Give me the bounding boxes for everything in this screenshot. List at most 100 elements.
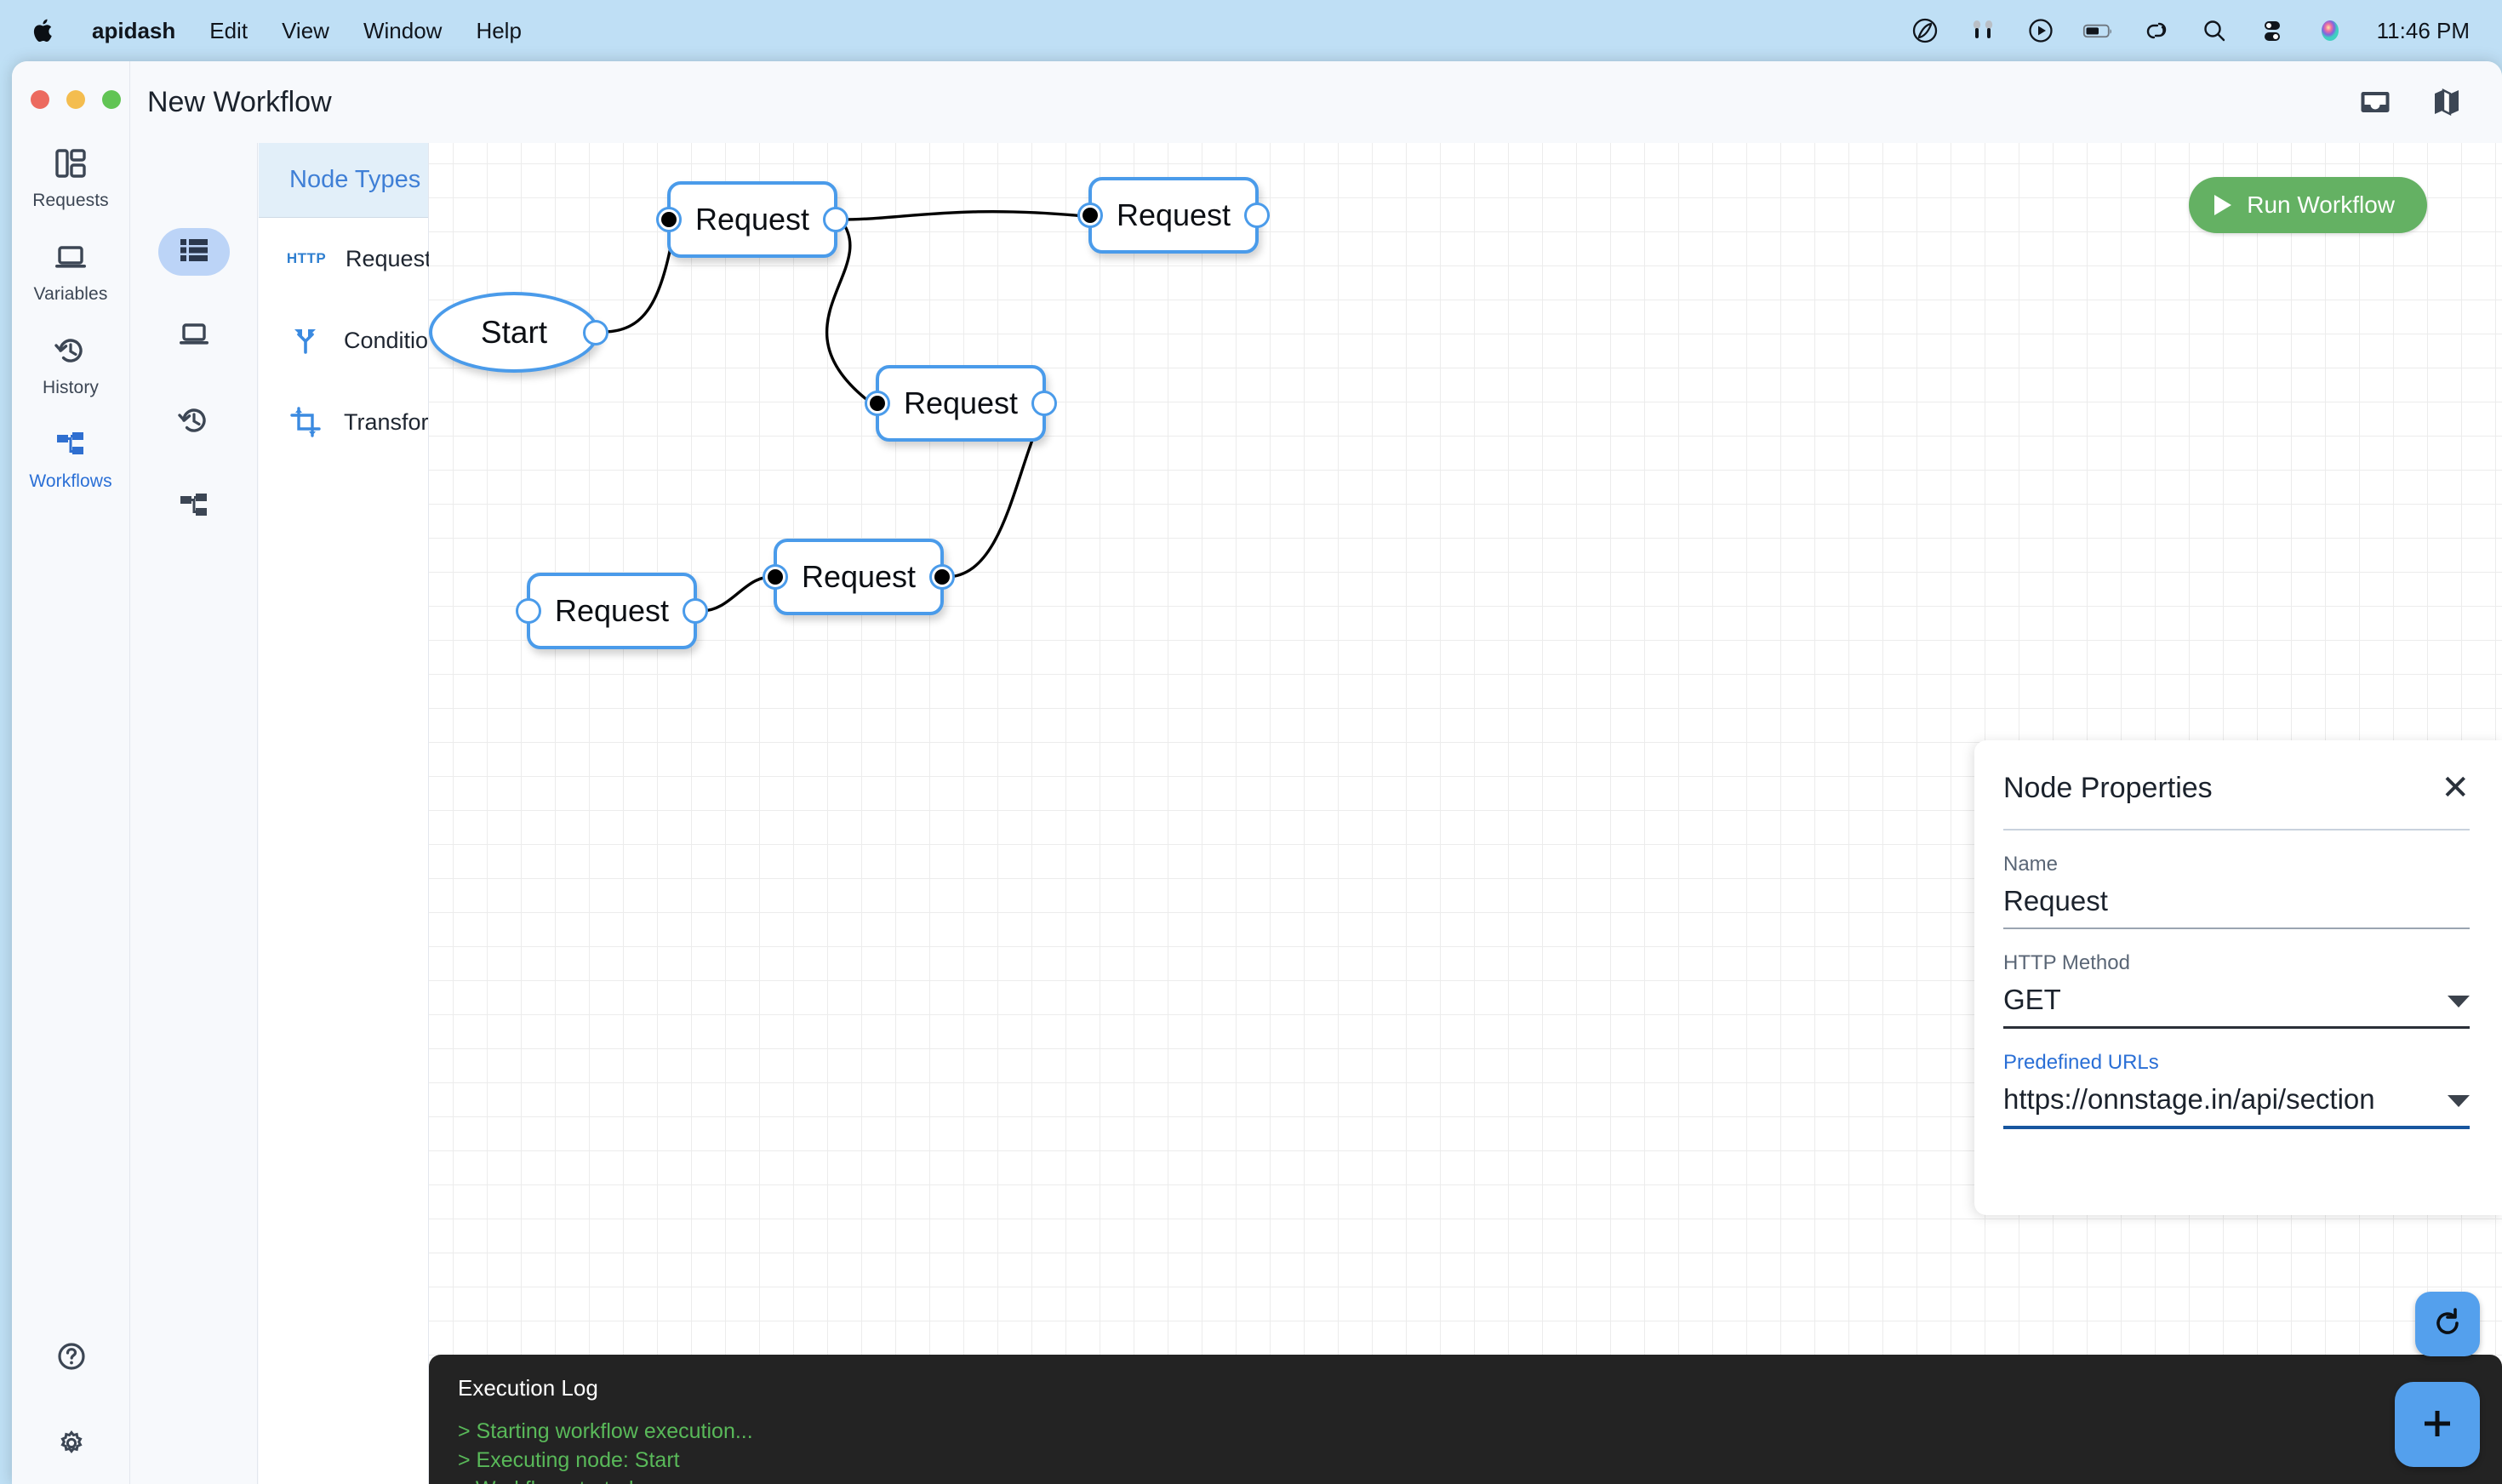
tab-workflows[interactable] [158, 483, 230, 531]
menu-item-edit[interactable]: Edit [209, 17, 248, 43]
node-output-port[interactable] [1244, 203, 1270, 228]
node-type-label-condition: Condition [344, 327, 442, 353]
gear-icon[interactable] [55, 1419, 88, 1467]
sidebar-label-history: History [42, 378, 100, 397]
field-label-name: Name [2003, 853, 2059, 876]
http-method-select[interactable]: GET [2003, 975, 2470, 1026]
refresh-button[interactable] [2415, 1292, 2480, 1356]
close-window-button[interactable] [31, 90, 49, 109]
plus-icon [2418, 1404, 2457, 1446]
menu-item-help[interactable]: Help [476, 17, 522, 43]
sidebar-label-variables: Variables [33, 284, 108, 304]
node-type-label-request: Request [346, 245, 431, 271]
execution-log-line: > Executing node: Start [458, 1448, 680, 1472]
node-output-port[interactable] [929, 564, 955, 590]
airpods-icon[interactable] [1967, 14, 1999, 47]
field-label-predefined-urls: Predefined URLs [2003, 1051, 2159, 1074]
menu-item-apidash[interactable]: apidash [92, 17, 176, 43]
laptop-icon [176, 320, 212, 355]
macos-menu-bar: apidash Edit View Window Help 11:46 PM [0, 0, 2502, 61]
node-type-transform[interactable]: Transform [259, 381, 448, 463]
branch-arrows-icon [289, 323, 322, 357]
sidebar-item-requests[interactable]: Requests [12, 140, 130, 211]
node-output-port[interactable] [583, 319, 608, 345]
node-output-port[interactable] [683, 598, 708, 624]
menu-item-view[interactable]: View [282, 17, 329, 43]
divider [2003, 829, 2470, 830]
sidebar-item-workflows[interactable]: Workflows [12, 420, 130, 492]
play-circle-icon[interactable] [2025, 14, 2057, 47]
menu-item-window[interactable]: Window [363, 17, 443, 43]
execution-log-line: > Starting workflow execution... [458, 1419, 753, 1443]
node-input-port[interactable] [516, 598, 541, 624]
help-circle-icon[interactable] [55, 1333, 88, 1380]
node-label: Request [694, 202, 810, 237]
execution-log-title: Execution Log [458, 1375, 598, 1401]
node-request-5[interactable]: Request [516, 573, 708, 649]
add-node-button[interactable] [2395, 1382, 2480, 1467]
node-type-request[interactable]: HTTP Request [259, 218, 431, 300]
node-request-4[interactable]: Request [763, 539, 955, 615]
name-input[interactable]: Request [2003, 876, 2470, 928]
map-icon[interactable] [2429, 84, 2465, 120]
node-input-port[interactable] [865, 391, 890, 416]
inbox-icon[interactable] [2357, 84, 2393, 120]
zoom-window-button[interactable] [102, 90, 121, 109]
node-output-port[interactable] [1031, 391, 1057, 416]
node-input-port[interactable] [656, 207, 682, 232]
http-badge-text: HTTP [286, 250, 327, 266]
workflow-canvas[interactable]: Start Request Request Request Request Re… [429, 143, 2502, 1484]
node-properties-header: Node Properties ✕ [2003, 771, 2470, 805]
transform-crop-icon [289, 405, 322, 439]
field-predefined-urls: Predefined URLs https://onnstage.in/api/… [2003, 1051, 2470, 1129]
tab-requests[interactable] [157, 228, 230, 276]
chevron-down-icon [2448, 996, 2470, 1007]
sidebar-item-variables[interactable]: Variables [12, 233, 130, 305]
node-input-port[interactable] [763, 564, 788, 590]
primary-sidebar: Requests Variables History Workflows [12, 61, 130, 1484]
node-request-2[interactable]: Request [1077, 177, 1270, 254]
http-badge-icon: HTTP [286, 242, 327, 276]
apple-logo-icon[interactable] [24, 17, 65, 44]
run-workflow-button[interactable]: Run Workflow [2189, 177, 2427, 233]
node-start[interactable]: Start [429, 292, 608, 373]
tab-variables[interactable] [158, 313, 230, 361]
node-request-3[interactable]: Request [865, 365, 1057, 442]
field-underline [2003, 1026, 2470, 1029]
control-center-icon[interactable] [2256, 14, 2288, 47]
siri-icon[interactable] [2314, 14, 2346, 47]
field-value-http-method: GET [2003, 984, 2061, 1015]
predefined-urls-select[interactable]: https://onnstage.in/api/section [2003, 1075, 2470, 1126]
node-input-port[interactable] [1077, 203, 1103, 228]
header-actions [2357, 84, 2502, 120]
app-window: Requests Variables History Workflows [12, 61, 2502, 1484]
menu-bar-left: apidash Edit View Window Help [24, 17, 539, 44]
window-header: New Workflow [130, 61, 2502, 143]
sidebar-item-history[interactable]: History [12, 327, 130, 398]
field-http-method: HTTP Method GET [2003, 951, 2470, 1029]
creative-cloud-icon[interactable] [1909, 14, 1941, 47]
battery-icon[interactable] [2082, 14, 2115, 47]
link-chain-icon[interactable] [2140, 14, 2173, 47]
node-request-1[interactable]: Request [656, 181, 848, 258]
node-properties-panel: Node Properties ✕ Name Request HTTP Meth… [1974, 740, 2502, 1215]
tab-history[interactable] [158, 398, 230, 446]
node-type-condition[interactable]: Condition [259, 300, 441, 381]
refresh-icon [2431, 1306, 2465, 1343]
secondary-tab-rail [130, 61, 258, 1484]
list-rows-icon [178, 236, 210, 269]
requests-grid-icon [54, 140, 88, 187]
close-icon[interactable]: ✕ [2441, 769, 2470, 807]
field-name: Name Request [2003, 853, 2470, 929]
execution-log-panel: Execution Log > Starting workflow execut… [429, 1355, 2502, 1484]
node-properties-title: Node Properties [2003, 771, 2213, 804]
node-output-port[interactable] [823, 207, 848, 232]
history-clock-icon [53, 327, 89, 374]
node-label: Request [554, 593, 670, 628]
sidebar-label-requests: Requests [32, 191, 109, 210]
node-label: Request [1116, 197, 1231, 232]
search-icon[interactable] [2198, 14, 2231, 47]
node-types-title: Node Types [259, 143, 428, 218]
minimize-window-button[interactable] [66, 90, 85, 109]
chevron-down-icon [2448, 1095, 2470, 1107]
